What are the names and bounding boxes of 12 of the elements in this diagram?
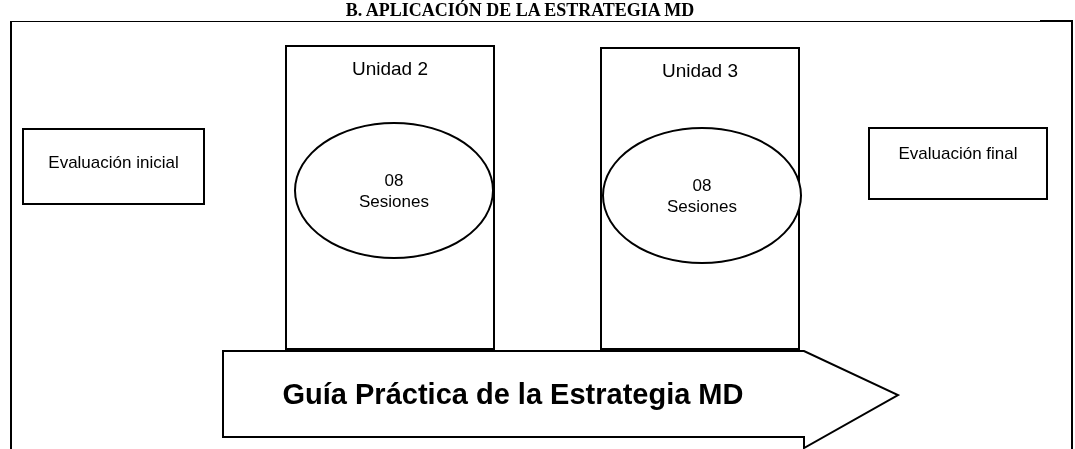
box-label: Evaluación final: [897, 143, 1019, 165]
process-box: [22, 128, 205, 205]
unit-box: [600, 47, 800, 350]
block-arrow: [222, 350, 902, 449]
unit-box: [285, 45, 495, 350]
box-label: Unidad 3: [660, 59, 740, 83]
arrow-label: Guía Práctica de la Estrategia MD: [281, 377, 745, 412]
session-label: 08 Sesiones: [667, 174, 737, 217]
box-label: Unidad 2: [350, 57, 430, 81]
session-label: 08 Sesiones: [359, 169, 429, 212]
process-box: [868, 127, 1048, 200]
box-label: Evaluación inicial: [47, 152, 180, 174]
